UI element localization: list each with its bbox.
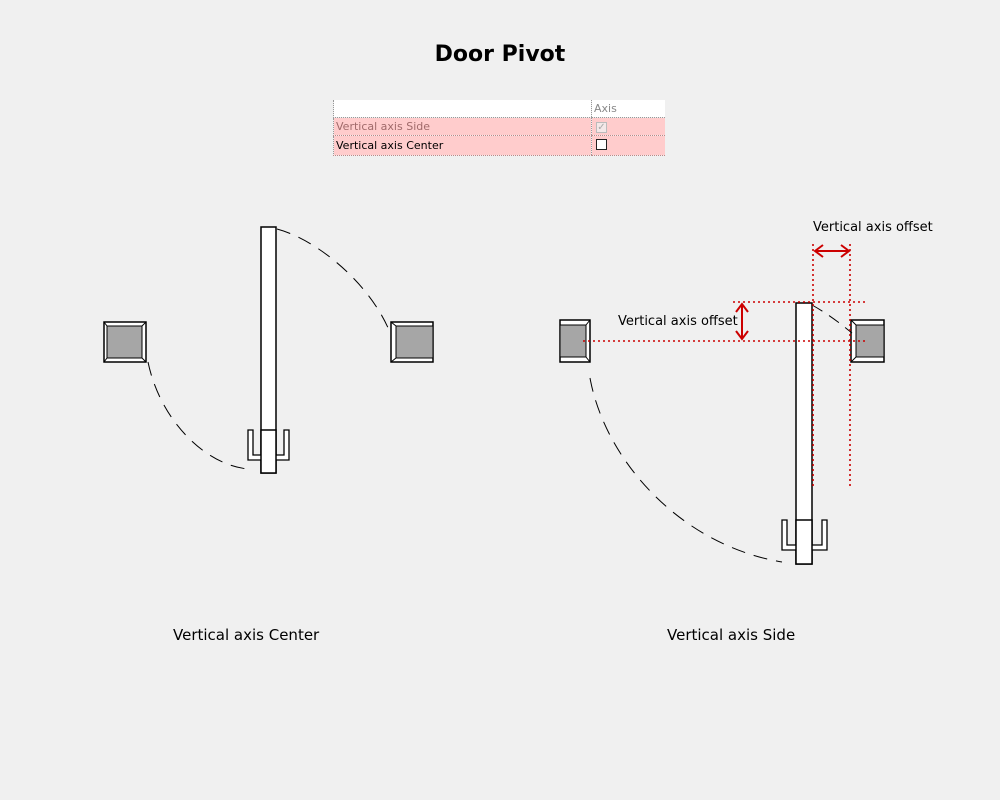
left-swing-arc-bottom	[147, 361, 249, 470]
table-header-cell	[333, 100, 592, 118]
left-wall-left	[103, 321, 147, 363]
right-wall-left	[559, 319, 591, 363]
right-swing-arc-bottom	[589, 377, 783, 563]
vertical-axis-side-checkbox[interactable]: ✓	[596, 121, 607, 133]
vertical-offset-label: Vertical axis offset	[618, 314, 738, 329]
caption-vertical-axis-side: Vertical axis Side	[667, 626, 796, 644]
left-swing-arc-top	[276, 228, 392, 336]
right-diagram	[559, 244, 885, 565]
table-row[interactable]: Vertical axis Side ✓	[333, 117, 665, 136]
right-swing-arc-top	[811, 304, 853, 334]
page-title: Door Pivot	[434, 42, 566, 67]
offset-dimension-lines	[583, 244, 866, 486]
horizontal-offset-label: Vertical axis offset	[813, 220, 933, 235]
left-diagram	[103, 226, 434, 474]
row-label-vertical-axis-center: Vertical axis Center	[333, 135, 592, 156]
horizontal-offset-arrow	[813, 244, 851, 258]
table-header-axis: Axis	[591, 100, 665, 118]
table-row[interactable]: Vertical axis Center	[333, 135, 665, 156]
axis-property-table: Axis Vertical axis Side ✓ Vertical axis …	[333, 100, 665, 156]
caption-vertical-axis-center: Vertical axis Center	[173, 626, 320, 644]
right-wall-right	[850, 319, 885, 363]
left-wall-right	[390, 321, 434, 363]
vertical-offset-arrow	[735, 302, 749, 341]
vertical-axis-center-checkbox[interactable]	[596, 139, 607, 150]
table-header-row: Axis	[333, 100, 665, 118]
row-label-vertical-axis-side: Vertical axis Side	[333, 117, 592, 136]
